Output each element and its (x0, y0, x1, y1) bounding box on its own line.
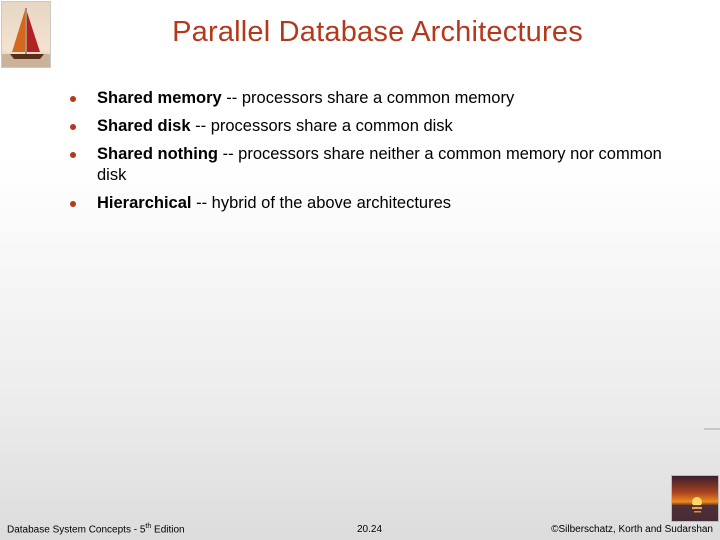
sailboat-logo (1, 1, 51, 68)
bullet-item-shared-nothing: Shared nothing -- processors share neith… (70, 144, 670, 186)
bullet-icon (70, 152, 76, 158)
sunset-logo (671, 475, 719, 522)
bullet-term: Hierarchical (97, 194, 192, 212)
bullet-item-shared-disk: Shared disk -- processors share a common… (70, 116, 670, 137)
bullet-icon (70, 124, 76, 130)
bullet-term: Shared nothing (97, 145, 218, 163)
slide-title: Parallel Database Architectures (172, 16, 583, 48)
footer-book-title-sup: th (145, 522, 152, 530)
bullet-text: -- processors share a common disk (190, 117, 453, 135)
bullet-icon (70, 96, 76, 102)
bullet-term: Shared memory (97, 89, 222, 107)
bullet-term: Shared disk (97, 117, 191, 135)
footer-page-number: 20.24 (357, 524, 383, 535)
footer-book-title-prefix: Database System Concepts - 5 (7, 524, 146, 535)
bullet-text: -- hybrid of the above architectures (191, 194, 452, 212)
bullet-icon (70, 201, 76, 207)
bullet-text: -- processors share a common memory (221, 89, 515, 107)
bullet-item-shared-memory: Shared memory -- processors share a comm… (70, 88, 670, 109)
footer-book-title-suffix: Edition (151, 524, 185, 535)
bullet-list: Shared memory -- processors share a comm… (70, 88, 670, 221)
footer-copyright: ©Silberschatz, Korth and Sudarshan (551, 524, 713, 535)
edge-mark (704, 428, 720, 430)
footer-book-title: Database System Concepts - 5th Edition (7, 523, 185, 535)
bullet-item-hierarchical: Hierarchical -- hybrid of the above arch… (70, 193, 670, 214)
bullet-text: -- processors share neither a common mem… (97, 145, 662, 184)
